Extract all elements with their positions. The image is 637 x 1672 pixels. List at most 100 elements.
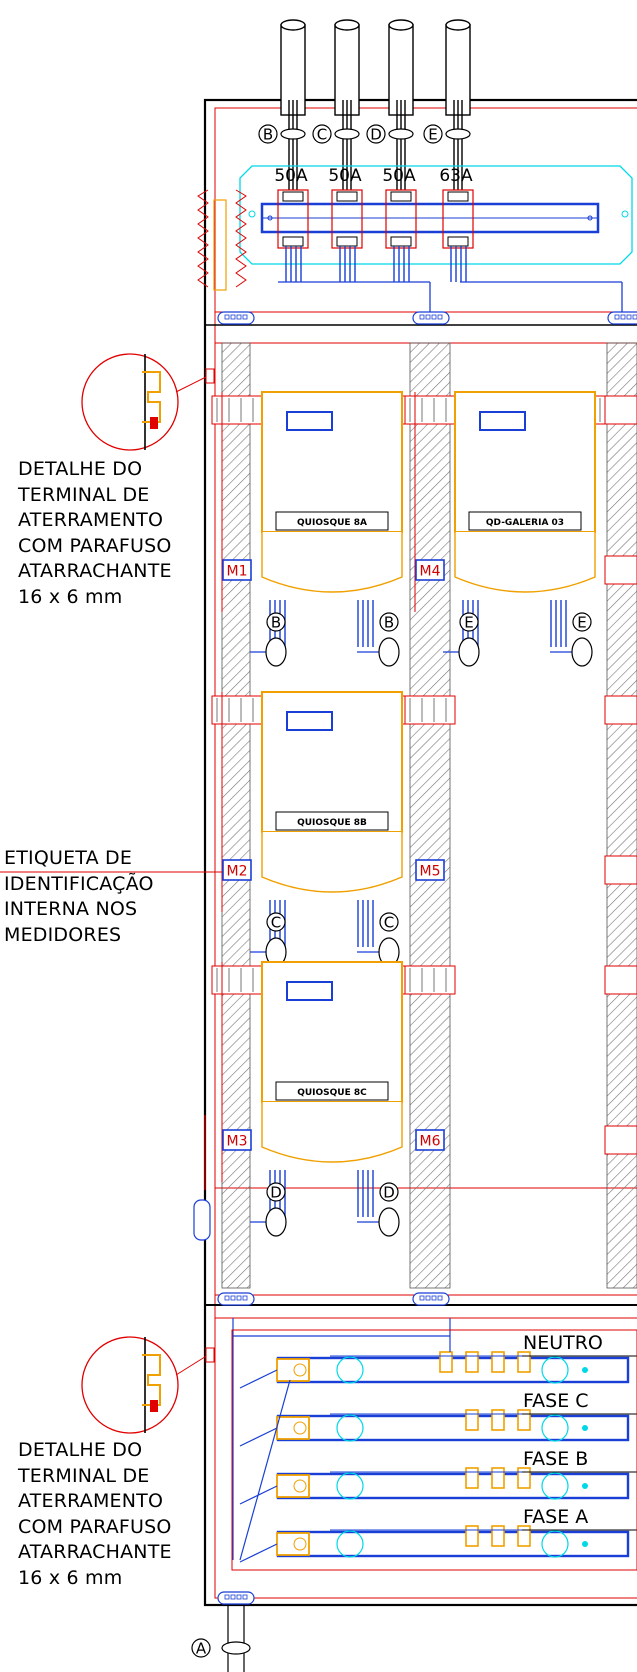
meter-circuit-label-circle xyxy=(266,612,286,632)
meter-bracket xyxy=(604,855,637,885)
busbar-terminal xyxy=(517,1409,531,1431)
seal-pin xyxy=(614,314,620,320)
breaker-top-terminal xyxy=(390,191,412,202)
cable-end xyxy=(280,19,306,31)
feeder-wire xyxy=(239,1427,278,1447)
din-panel xyxy=(239,165,633,265)
seal-pin xyxy=(437,1295,443,1301)
meter-tag-label: M6 xyxy=(420,1134,441,1150)
meter-circuit-label-circle xyxy=(379,612,399,632)
meter-base xyxy=(454,532,596,593)
seal-pin xyxy=(242,1594,248,1600)
cable-end xyxy=(445,19,471,31)
cable-gland xyxy=(265,637,287,667)
cable-gland xyxy=(280,128,306,140)
insulator xyxy=(336,1414,364,1442)
busbar-lug xyxy=(276,1532,310,1556)
cable-gland xyxy=(378,1207,400,1237)
meter-tag-box xyxy=(222,559,252,581)
seal-pin xyxy=(242,314,248,320)
busbar-bolt xyxy=(582,1483,588,1489)
feeder-rating-label: 50A xyxy=(328,166,362,186)
meter-circuit-label: D xyxy=(383,1184,395,1202)
ground-terminal-marker xyxy=(205,1347,215,1363)
busbar xyxy=(276,1356,630,1384)
meter-tag-box xyxy=(222,1129,252,1151)
rail-hole xyxy=(267,215,273,221)
feeder-rating-label: 63A xyxy=(439,166,473,186)
meter-display xyxy=(286,411,333,431)
meter-display xyxy=(479,411,526,431)
detail-leader xyxy=(175,375,209,393)
insulator xyxy=(541,1530,569,1558)
meter-tag-label: M4 xyxy=(420,564,441,580)
grounding-detail-note-bottom: DETALHE DO TERMINAL DE ATERRAMENTO COM P… xyxy=(18,1438,172,1591)
feeder-rating-label: 50A xyxy=(274,166,308,186)
busbar-label: FASE A xyxy=(523,1506,588,1528)
feeder-phase-label-circle xyxy=(366,124,386,144)
cable-gland xyxy=(571,637,593,667)
note-line: COM PARAFUSO xyxy=(18,1515,172,1538)
meter-base xyxy=(261,532,403,593)
cable-gland xyxy=(388,128,414,140)
side-seal-connector xyxy=(193,1199,211,1241)
busbar xyxy=(276,1530,630,1558)
busbar-terminal xyxy=(465,1409,479,1431)
seal-pin xyxy=(431,314,437,320)
detail-callout xyxy=(81,1336,179,1434)
lug-bolt xyxy=(293,1537,307,1551)
meter-base xyxy=(261,832,403,893)
busbar-terminal xyxy=(439,1351,453,1373)
breaker-top-terminal xyxy=(282,191,304,202)
busbar-terminal xyxy=(465,1467,479,1489)
busbar-bolt xyxy=(582,1541,588,1547)
seal-pin xyxy=(431,1295,437,1301)
meter-bracket xyxy=(404,395,456,425)
seal-pin xyxy=(224,314,230,320)
meter-circuit-label: E xyxy=(577,614,586,632)
feeder-rating-label: 50A xyxy=(382,166,416,186)
seal-pin xyxy=(236,1295,242,1301)
breaker-bottom-terminal xyxy=(282,236,304,247)
seal-pin xyxy=(425,1295,431,1301)
meter-base xyxy=(261,1102,403,1163)
meter-bracket xyxy=(604,695,637,725)
cable-gland xyxy=(445,128,471,140)
seal-pin xyxy=(236,314,242,320)
seal-pin xyxy=(230,1295,236,1301)
ground-terminal-strip xyxy=(213,199,227,291)
din-screw xyxy=(248,210,256,218)
meter-label-note: ETIQUETA DE IDENTIFICAÇÃO INTERNA NOS ME… xyxy=(4,846,154,948)
cable-gland xyxy=(265,1207,287,1237)
meter-bracket xyxy=(404,695,456,725)
busbar-terminal xyxy=(491,1467,505,1489)
note-line: COM PARAFUSO xyxy=(18,534,172,557)
main-input-label-circle xyxy=(191,1638,211,1658)
note-line: TERMINAL DE xyxy=(18,483,150,506)
busbar-label: FASE C xyxy=(523,1390,589,1412)
note-line: 16 x 6 mm xyxy=(18,1566,123,1589)
seal-pin xyxy=(620,314,626,320)
meter-name-label: QUIOSQUE 8A xyxy=(297,518,367,528)
cable-gland xyxy=(458,637,480,667)
meter-name-plate xyxy=(275,511,389,531)
busbar-terminal xyxy=(465,1351,479,1373)
insulator xyxy=(541,1472,569,1500)
note-line: ATERRAMENTO xyxy=(18,1490,164,1512)
seal-connector xyxy=(412,1292,450,1306)
breaker xyxy=(277,189,309,249)
seal-pin xyxy=(236,1594,242,1600)
break-line xyxy=(197,189,209,288)
insulator xyxy=(336,1356,364,1384)
breaker-bottom-terminal xyxy=(447,236,469,247)
seal-pin xyxy=(626,314,632,320)
feeder-phase-label: C xyxy=(317,126,327,144)
insulator xyxy=(541,1414,569,1442)
cable-gland xyxy=(221,1641,251,1655)
meter-circuit-label-circle xyxy=(379,912,399,932)
feeder-phase-label-circle xyxy=(312,124,332,144)
detail-screw xyxy=(150,417,158,429)
lug-bolt xyxy=(293,1421,307,1435)
